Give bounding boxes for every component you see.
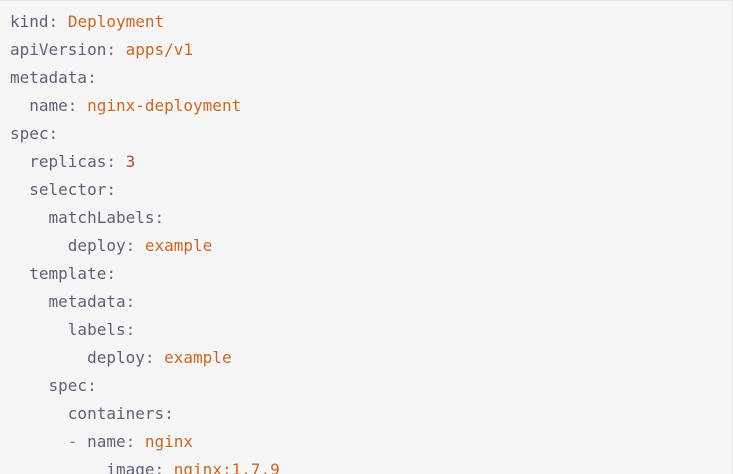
code-line: selector:: [10, 176, 280, 204]
colon: :: [144, 348, 155, 367]
colon: :: [125, 292, 136, 311]
yaml-key: deploy: [67, 236, 126, 255]
code-line: containers:: [10, 400, 280, 428]
list-dash: -: [67, 432, 88, 451]
colon: :: [164, 404, 174, 423]
code-line: - name: nginx: [10, 428, 280, 456]
code-line: spec:: [10, 372, 280, 400]
colon: :: [125, 320, 136, 339]
colon: :: [87, 376, 97, 395]
code-line: apiVersion: apps/v1: [10, 36, 280, 64]
yaml-key: spec: [48, 376, 88, 395]
yaml-key: replicas: [29, 152, 107, 171]
code-line: metadata:: [10, 64, 280, 92]
colon: :: [48, 124, 59, 143]
code-line: labels:: [10, 316, 280, 344]
yaml-string-value: example: [164, 348, 232, 367]
code-line: name: nginx-deployment: [10, 92, 280, 120]
colon: :: [106, 40, 116, 59]
code-line: matchLabels:: [10, 204, 280, 232]
yaml-key: template: [29, 264, 107, 283]
yaml-key: containers: [67, 404, 165, 423]
yaml-string-value: nginx-deployment: [87, 96, 242, 115]
colon: :: [48, 12, 59, 31]
code-line: metadata:: [10, 288, 280, 316]
code-line: kind: Deployment: [10, 8, 280, 36]
colon: :: [125, 236, 136, 255]
yaml-key: metadata: [10, 68, 88, 87]
colon: :: [106, 264, 116, 283]
colon: :: [106, 180, 116, 199]
yaml-key: spec: [10, 124, 49, 143]
yaml-key: image: [106, 460, 155, 474]
code-line: image: nginx:1.7.9: [10, 456, 280, 474]
colon: :: [154, 460, 165, 474]
colon: :: [87, 68, 97, 87]
code-line: deploy: example: [10, 344, 280, 372]
yaml-key: name: [87, 432, 126, 451]
yaml-key: selector: [29, 180, 107, 199]
yaml-string-value: example: [144, 236, 213, 255]
yaml-key: kind: [10, 12, 49, 31]
yaml-key: matchLabels: [48, 208, 155, 227]
code-line: template:: [10, 260, 280, 288]
yaml-key: name: [29, 96, 68, 115]
yaml-key: labels: [67, 320, 126, 339]
colon: :: [154, 208, 165, 227]
yaml-number-value: 3: [125, 152, 136, 171]
yaml-key: metadata: [48, 292, 126, 311]
yaml-key: deploy: [87, 348, 145, 367]
yaml-string-value: Deployment: [67, 12, 165, 31]
code-line: deploy: example: [10, 232, 280, 260]
code-line: replicas: 3: [10, 148, 280, 176]
code-line: spec:: [10, 120, 280, 148]
colon: :: [67, 96, 78, 115]
yaml-string-value: nginx: [144, 432, 194, 451]
colon: :: [125, 432, 136, 451]
yaml-string-value: nginx:1.7.9: [173, 460, 280, 474]
colon: :: [106, 152, 116, 171]
yaml-string-value: apps/v1: [125, 40, 194, 59]
yaml-key: apiVersion: [10, 40, 107, 59]
